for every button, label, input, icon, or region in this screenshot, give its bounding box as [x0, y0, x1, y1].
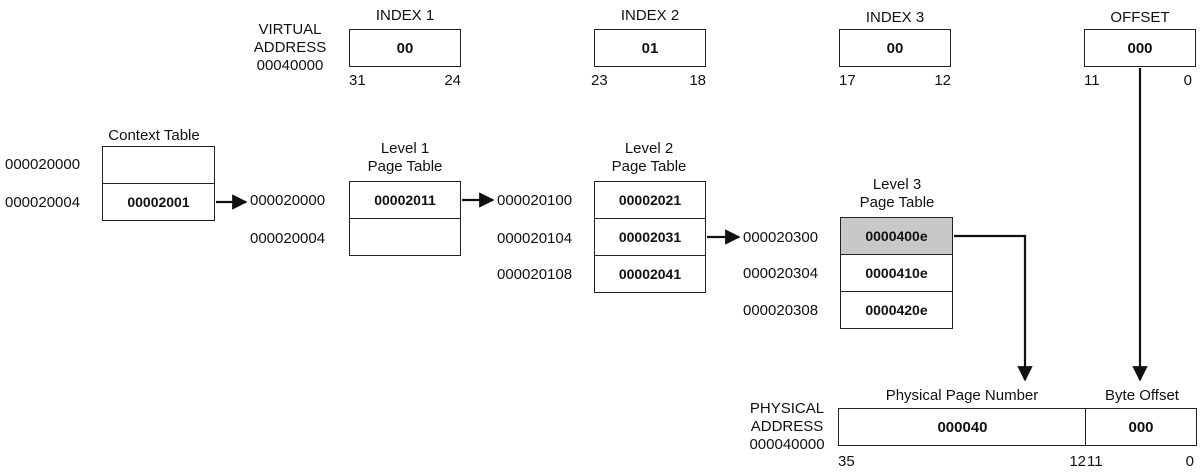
- index2-title: INDEX 2: [620, 7, 680, 24]
- level3-table-addr-0: 000020300: [743, 229, 819, 246]
- index3-field: 00: [839, 29, 951, 67]
- physical-address-label-line1: PHYSICAL: [749, 400, 825, 417]
- offset-bit-lo: 0: [1183, 72, 1192, 89]
- index3-value: 00: [886, 39, 904, 57]
- byte-offset-value: 000: [1128, 418, 1154, 436]
- level2-table-addr-0: 000020100: [497, 192, 573, 209]
- physical-address-value: 000040000: [749, 436, 825, 453]
- level2-table-row-1: 00002031: [594, 218, 706, 256]
- level2-table-row-2: 00002041: [594, 255, 706, 293]
- level2-table-row-0-value: 00002021: [618, 192, 682, 208]
- index1-value: 00: [396, 39, 414, 57]
- level2-table-row-1-value: 00002031: [618, 229, 682, 245]
- level3-table-addr-1: 000020304: [743, 265, 819, 282]
- physical-page-number-value: 000040: [937, 418, 988, 436]
- index3-bit-hi: 17: [839, 72, 856, 89]
- level1-table-title: Level 1 Page Table: [340, 140, 470, 176]
- offset-title: OFFSET: [1110, 9, 1170, 26]
- ppn-bit-lo: 12: [1069, 453, 1086, 470]
- byte-offset-title: Byte Offset: [1105, 387, 1179, 404]
- level2-table-addr-2: 000020108: [497, 266, 573, 283]
- index2-bit-lo: 18: [689, 72, 706, 89]
- level2-table-title: Level 2 Page Table: [584, 140, 714, 176]
- byte-offset-bit-hi: 11: [1087, 453, 1103, 470]
- index1-field: 00: [349, 29, 461, 67]
- level2-table-addr-1: 000020104: [497, 230, 573, 247]
- level1-table-row-1: [349, 218, 461, 256]
- context-table-title: Context Table: [108, 127, 200, 144]
- level3-title-line1: Level 3: [872, 176, 922, 193]
- arrow-level3-to-ppn: [954, 234, 1033, 382]
- byte-offset-bit-lo: 0: [1185, 453, 1194, 470]
- index2-value: 01: [641, 39, 659, 57]
- level1-table-addr-0: 000020000: [250, 192, 326, 209]
- level3-table-title: Level 3 Page Table: [832, 176, 962, 212]
- level1-table-addr-1: 000020004: [250, 230, 326, 247]
- context-table-addr-0: 000020000: [5, 156, 81, 173]
- level2-title-line1: Level 2: [624, 140, 674, 157]
- index1-title: INDEX 1: [375, 7, 435, 24]
- offset-bit-hi: 11: [1084, 72, 1100, 89]
- byte-offset-field: 000: [1085, 408, 1197, 446]
- virtual-address-label: VIRTUAL ADDRESS 00040000: [250, 21, 330, 75]
- virtual-address-label-line1: VIRTUAL: [258, 21, 322, 38]
- virtual-address-label-line2: ADDRESS: [253, 39, 327, 56]
- index1-bit-hi: 31: [349, 72, 366, 89]
- level1-table-row-0-value: 00002011: [374, 192, 436, 208]
- index3-bit-lo: 12: [934, 72, 951, 89]
- level1-title-line2: Page Table: [367, 158, 443, 175]
- ppn-bit-hi: 35: [838, 453, 855, 470]
- level3-table-row-0-value: 0000400e: [865, 228, 928, 244]
- physical-address-label-line2: ADDRESS: [750, 418, 824, 435]
- level1-title-line1: Level 1: [380, 140, 430, 157]
- context-table-row-1-value: 00002001: [127, 194, 190, 210]
- level3-table-row-2: 0000420e: [840, 291, 953, 329]
- virtual-address-value: 00040000: [256, 57, 324, 74]
- index2-field: 01: [594, 29, 706, 67]
- context-table-row-0: [102, 146, 215, 184]
- level3-table-row-2-value: 0000420e: [865, 302, 928, 318]
- offset-value: 000: [1127, 39, 1153, 57]
- index2-bit-hi: 23: [591, 72, 608, 89]
- level3-table-row-1-value: 0000410e: [865, 265, 928, 281]
- context-table-addr-1: 000020004: [5, 194, 81, 211]
- physical-page-number-field: 000040: [838, 408, 1087, 446]
- index3-title: INDEX 3: [865, 9, 925, 26]
- physical-address-label: PHYSICAL ADDRESS 000040000: [742, 400, 832, 454]
- level3-title-line2: Page Table: [859, 194, 935, 211]
- index1-bit-lo: 24: [444, 72, 461, 89]
- level3-table-addr-2: 000020308: [743, 302, 819, 319]
- level2-table-row-0: 00002021: [594, 181, 706, 219]
- level2-table-row-2-value: 00002041: [618, 266, 682, 282]
- offset-field: 000: [1084, 29, 1196, 67]
- level2-title-line2: Page Table: [611, 158, 687, 175]
- context-table-row-1: 00002001: [102, 183, 215, 221]
- physical-page-number-title: Physical Page Number: [885, 387, 1039, 404]
